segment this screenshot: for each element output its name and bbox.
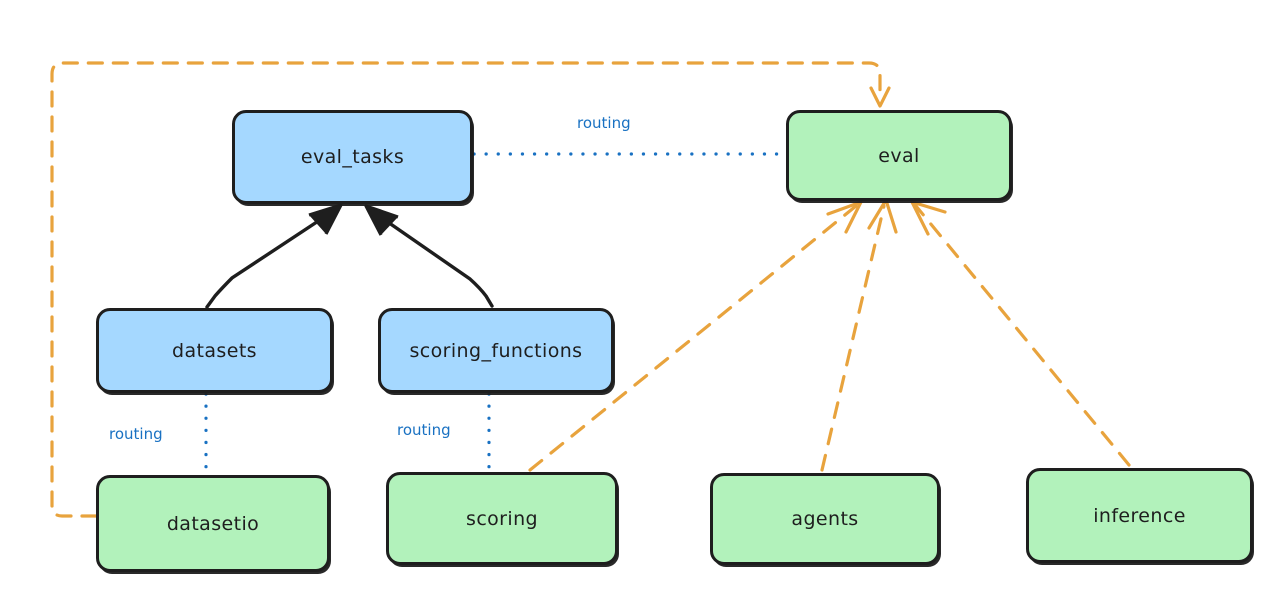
node-label-inference: inference bbox=[1093, 504, 1186, 527]
node-label-agents: agents bbox=[791, 508, 859, 530]
node-inference[interactable]: inference bbox=[1026, 468, 1253, 563]
edge-inference-to-eval bbox=[910, 200, 1131, 467]
node-scoring[interactable]: scoring bbox=[386, 472, 618, 565]
edge-scoring-functions-to-eval-tasks bbox=[364, 204, 494, 308]
edge-datasets-to-eval-tasks bbox=[205, 203, 343, 309]
edge-label-routing-eval: routing bbox=[577, 114, 631, 132]
edge-label-routing-scoring-functions: routing bbox=[397, 421, 451, 439]
edge-agents-to-eval bbox=[820, 198, 898, 472]
node-label-datasetio: datasetio bbox=[166, 512, 260, 535]
node-agents[interactable]: agents bbox=[710, 473, 940, 565]
node-eval[interactable]: eval bbox=[786, 110, 1012, 201]
node-datasets[interactable]: datasets bbox=[96, 308, 333, 393]
node-label-scoring-functions: scoring_functions bbox=[409, 339, 583, 362]
node-label-eval: eval bbox=[878, 144, 920, 167]
node-label-scoring: scoring bbox=[466, 507, 538, 530]
node-label-eval-tasks: eval_tasks bbox=[300, 146, 405, 168]
node-scoring-functions[interactable]: scoring_functions bbox=[378, 308, 614, 393]
node-label-datasets: datasets bbox=[172, 339, 257, 362]
edge-label-routing-datasets: routing bbox=[109, 425, 163, 443]
node-eval-tasks[interactable]: eval_tasks bbox=[232, 110, 473, 204]
node-datasetio[interactable]: datasetio bbox=[96, 475, 330, 572]
